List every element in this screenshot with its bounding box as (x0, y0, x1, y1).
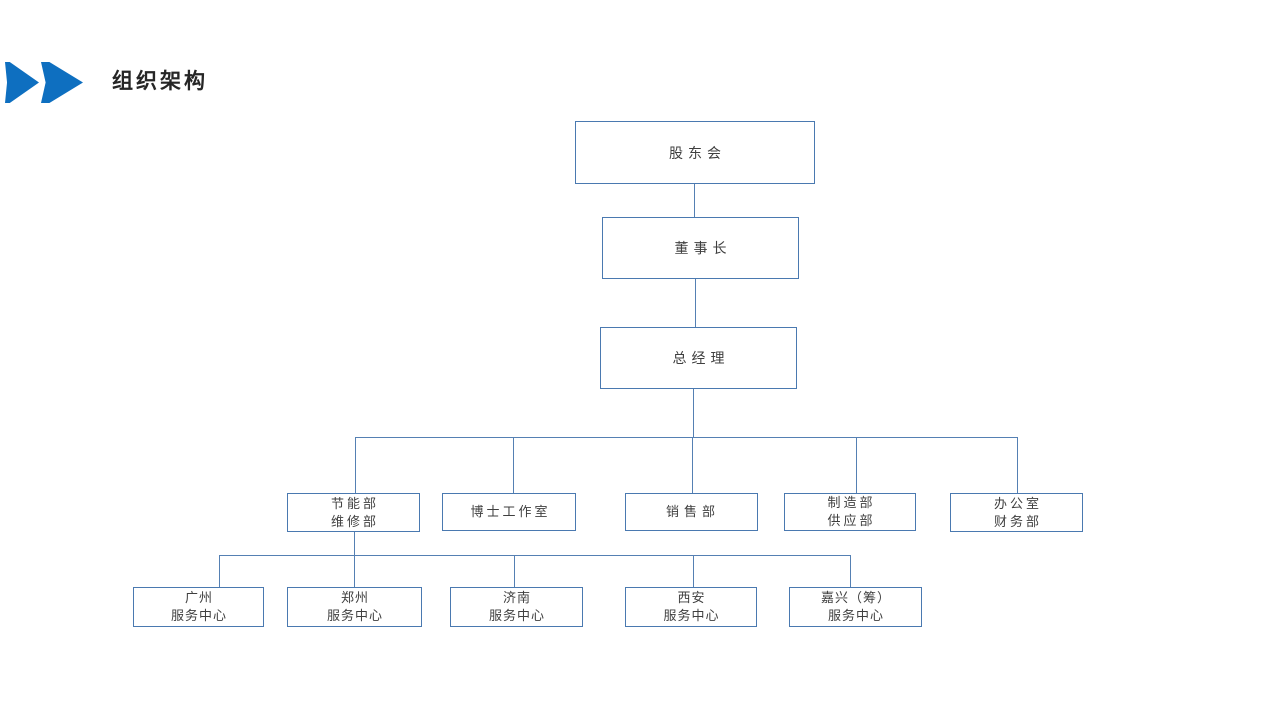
org-node-label: 服务中心 (326, 608, 383, 623)
org-node-shareholders-meeting: 股东会 (575, 121, 815, 184)
org-node-label: 西安 (677, 590, 706, 605)
chevron-right-icon (5, 62, 39, 103)
connector-service-rail (219, 555, 850, 556)
org-node-manufacturing-supply-dept: 制造部 供应部 (784, 493, 916, 531)
org-node-label: 郑州 (340, 590, 369, 605)
org-node-label: 博士工作室 (470, 504, 551, 519)
org-node-zhengzhou-service-center: 郑州 服务中心 (287, 587, 422, 627)
connector-dept-rail (355, 437, 1017, 438)
org-node-label: 嘉兴（筹） (820, 590, 891, 605)
connector-drop-manufacturing-dept (856, 437, 857, 493)
connector-drop-guangzhou (219, 555, 220, 587)
org-node-label: 济南 (502, 590, 531, 605)
org-node-label: 制造部 (827, 495, 876, 510)
org-node-label: 财务部 (993, 513, 1042, 529)
page-title: 组织架构 (112, 70, 208, 93)
connector-shareholders-chairman (694, 184, 695, 217)
org-node-label: 董事长 (674, 240, 732, 256)
connector-gm-stem (693, 389, 694, 437)
org-node-label: 服务中心 (827, 608, 884, 623)
org-node-label: 节能部 (330, 495, 379, 511)
org-node-label: 销售部 (665, 504, 720, 519)
org-node-sales-dept: 销售部 (625, 493, 758, 531)
org-node-xian-service-center: 西安 服务中心 (625, 587, 757, 627)
org-node-doctor-studio: 博士工作室 (442, 493, 576, 531)
connector-energy-stem (354, 532, 355, 587)
connector-drop-energy-dept (355, 437, 356, 493)
connector-drop-xian (693, 555, 694, 587)
org-node-general-manager: 总经理 (600, 327, 797, 389)
org-node-label: 供应部 (827, 513, 876, 528)
org-node-label: 服务中心 (170, 608, 227, 623)
org-node-label: 服务中心 (488, 608, 545, 623)
org-node-energy-saving-maintenance-dept: 节能部 维修部 (287, 493, 420, 532)
connector-drop-sales-dept (692, 437, 693, 493)
org-node-label: 服务中心 (663, 608, 720, 623)
org-node-label: 股东会 (669, 144, 726, 161)
connector-drop-jiaxing (850, 555, 851, 587)
org-node-label: 广州 (184, 590, 213, 605)
org-node-chairman: 董事长 (602, 217, 799, 279)
connector-drop-office-dept (1017, 437, 1018, 493)
connector-drop-jinan (514, 555, 515, 587)
org-node-label: 总经理 (672, 350, 730, 366)
org-node-jinan-service-center: 济南 服务中心 (450, 587, 583, 627)
org-node-label: 办公室 (993, 495, 1042, 511)
connector-chairman-gm (695, 279, 696, 327)
connector-drop-doctor-studio (513, 437, 514, 493)
org-node-guangzhou-service-center: 广州 服务中心 (133, 587, 264, 627)
org-node-label: 维修部 (330, 513, 379, 529)
org-node-office-finance-dept: 办公室 财务部 (950, 493, 1083, 532)
chevron-right-icon (41, 62, 83, 103)
org-node-jiaxing-service-center: 嘉兴（筹） 服务中心 (789, 587, 922, 627)
